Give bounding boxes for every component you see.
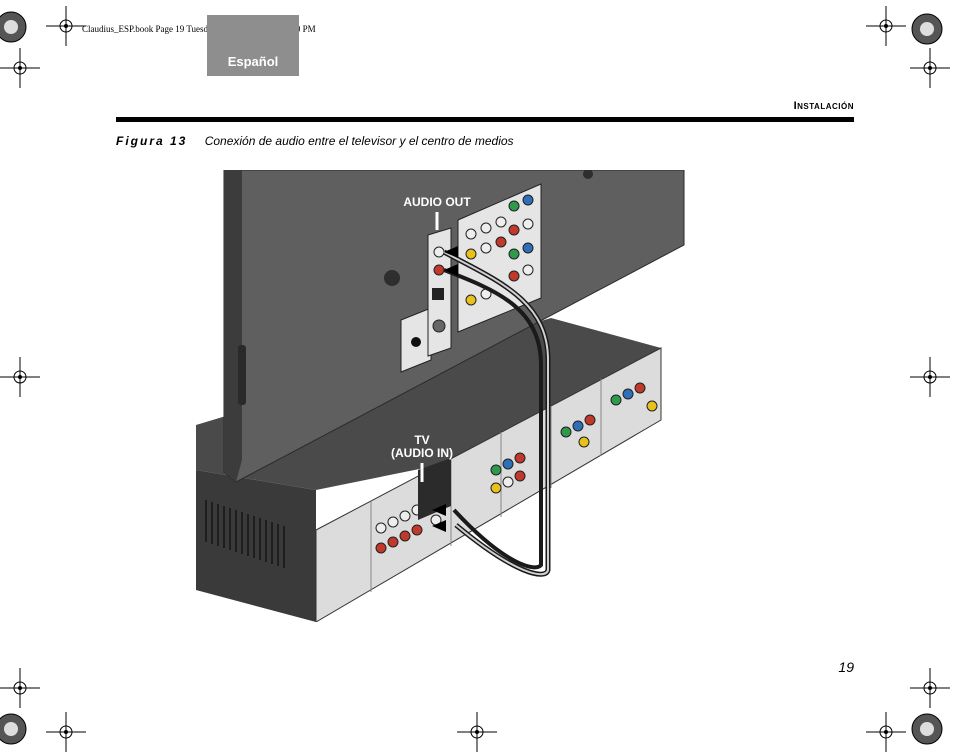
callout-tv: TV [414, 433, 429, 447]
language-tab-label: Español [227, 54, 279, 69]
tv-screw-hole-top [583, 170, 593, 179]
audio-out-white-jack [433, 246, 445, 258]
callout-audio-in: (AUDIO IN) [391, 446, 453, 460]
crosshair-registration-icon [0, 357, 40, 397]
plug-arrow-bottom-1 [432, 504, 446, 516]
figure-caption-text: Conexión de audio entre el televisor y e… [204, 134, 514, 148]
console-logo-plate [418, 458, 451, 520]
registration-sunburst-icon [0, 10, 28, 44]
crosshair-registration-icon [910, 48, 950, 88]
plug-arrow-bottom-2 [432, 520, 446, 532]
audio-cable-second [443, 268, 543, 570]
registration-sunburst-icon [910, 712, 944, 746]
tv-av-jacks [465, 194, 534, 306]
page-number: 19 [838, 659, 854, 675]
tv-handle [238, 345, 246, 405]
figure-label: Figura 13 [116, 134, 188, 148]
crosshair-registration-icon [866, 6, 906, 46]
headphone-jack [411, 337, 421, 347]
crosshair-registration-icon [866, 712, 906, 752]
crosshair-registration-icon [457, 712, 497, 752]
plug-arrow-top-1 [444, 246, 458, 258]
connection-illustration-svg: AUDIO OUT TV (AUDIO IN) [196, 170, 685, 622]
crosshair-registration-icon [0, 48, 40, 88]
figure-caption: Figura 13 Conexión de audio entre el tel… [116, 134, 514, 148]
print-header: Claudius_ESP.book Page 19 Tuesday, Janua… [82, 24, 316, 34]
plug-arrow-top-2 [444, 264, 458, 276]
crosshair-registration-icon [910, 357, 950, 397]
coax-jack [432, 319, 446, 333]
connection-illustration: AUDIO OUT TV (AUDIO IN) [196, 170, 686, 622]
console-front [196, 470, 316, 622]
callout-audio-out: AUDIO OUT [403, 195, 471, 209]
language-tab: Español [207, 15, 299, 76]
crosshair-registration-icon [0, 668, 40, 708]
crosshair-registration-icon [910, 668, 950, 708]
crosshair-registration-icon [46, 6, 86, 46]
console-vents [205, 500, 285, 568]
header-rule [116, 117, 854, 122]
tv-edge [224, 170, 242, 482]
audio-out-red-jack [433, 264, 445, 276]
registration-sunburst-icon [0, 712, 28, 746]
crosshair-registration-icon [46, 712, 86, 752]
section-title: Instalación [793, 100, 854, 112]
registration-sunburst-icon [910, 12, 944, 46]
optical-jack [432, 288, 444, 300]
console-top [196, 318, 661, 490]
tv-screw-hole [384, 270, 400, 286]
audio-cable-highlight [443, 251, 549, 576]
